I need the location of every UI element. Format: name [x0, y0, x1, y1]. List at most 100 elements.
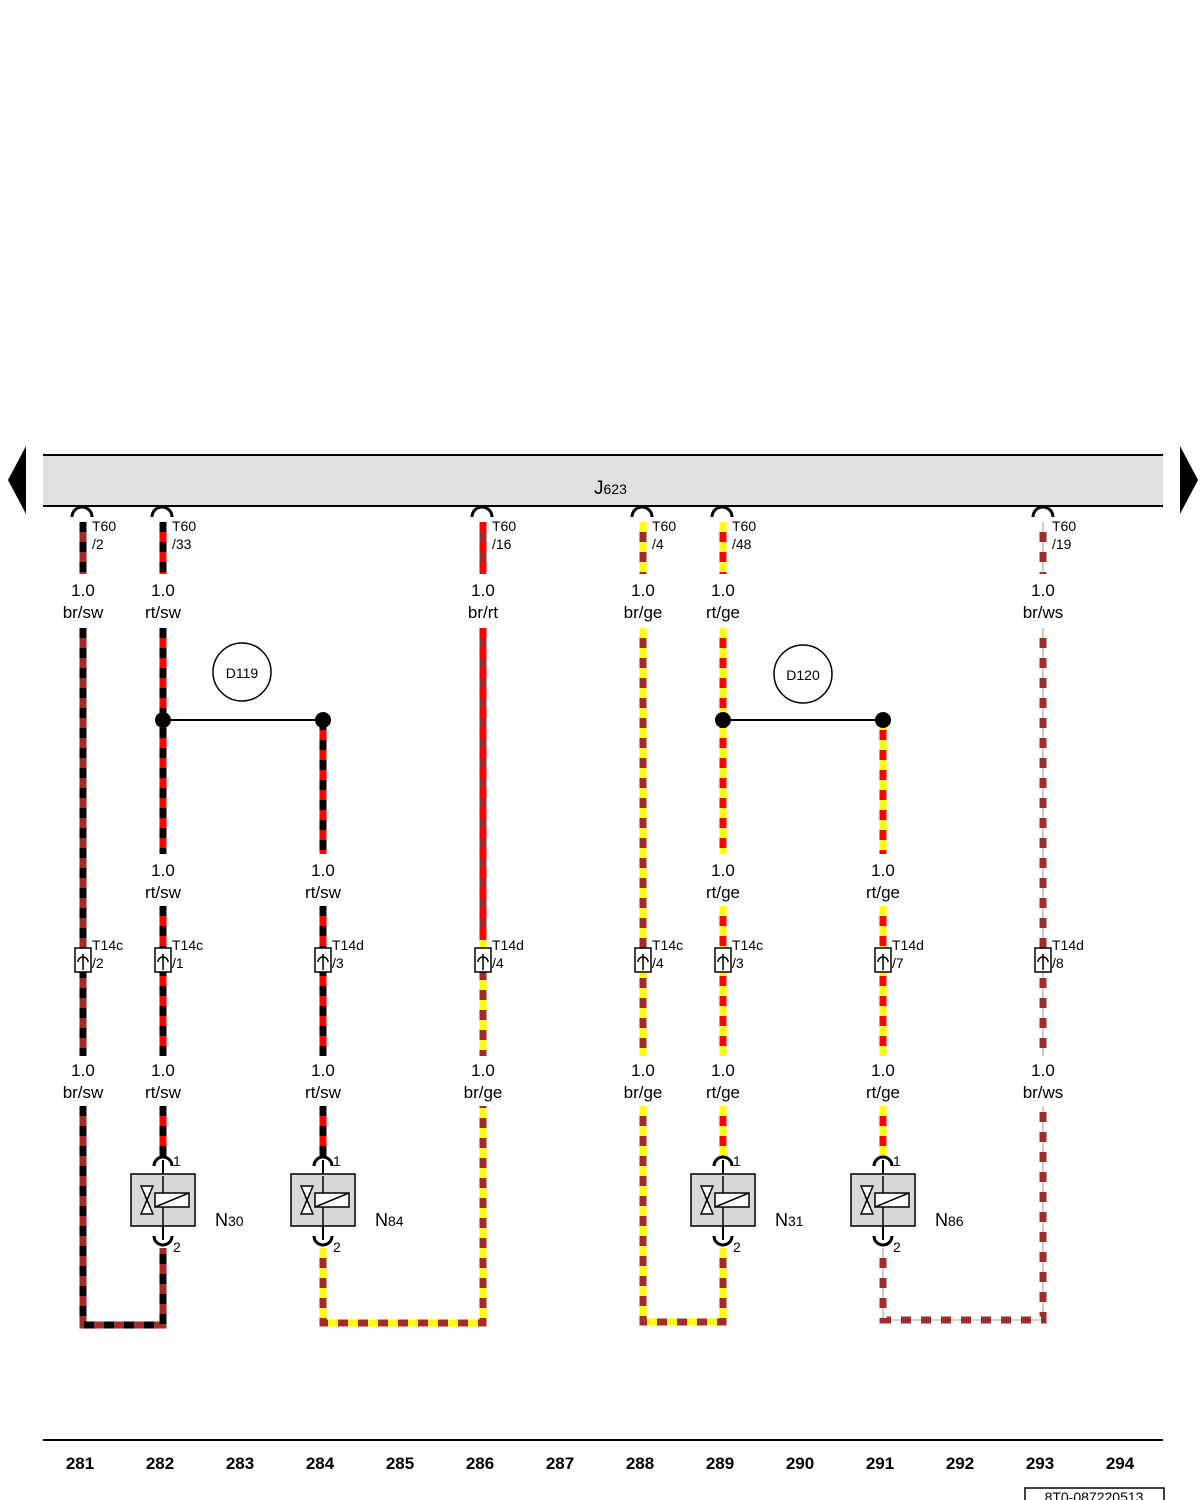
pin-label: 1 [333, 1153, 341, 1169]
svg-text:T60: T60 [732, 518, 756, 534]
svg-text:rt/sw: rt/sw [145, 1083, 182, 1102]
svg-text:1.0: 1.0 [471, 1061, 495, 1080]
svg-text:/19: /19 [1052, 536, 1072, 552]
inline-connector-3: T14d/3 [314, 937, 364, 973]
column-number: 290 [786, 1454, 814, 1473]
inline-connector-pin: /4 [492, 955, 504, 971]
inline-connectors: T14c/2T14c/1T14d/3T14d/4T14c/4T14c/3T14d… [74, 937, 1084, 973]
control-unit-label: J623 [594, 478, 627, 499]
svg-text:br/sw: br/sw [63, 603, 104, 622]
component-label: N86 [935, 1210, 964, 1230]
svg-text:1.0: 1.0 [151, 581, 175, 600]
inline-connector-name: T14c [652, 937, 683, 953]
pin-socket [872, 1235, 894, 1247]
top-pin-4: T60 /4 1.0 br/ge [624, 505, 676, 622]
control-unit-bar [43, 455, 1163, 506]
svg-text:br/ws: br/ws [1023, 1083, 1064, 1102]
pin-socket [312, 1155, 334, 1167]
svg-text:rt/ge: rt/ge [706, 1083, 740, 1102]
inline-connector-7: T14d/7 [874, 937, 924, 973]
svg-text:/33: /33 [172, 536, 192, 552]
svg-text:1.0: 1.0 [631, 581, 655, 600]
svg-text:/16: /16 [492, 536, 512, 552]
svg-text:1.0: 1.0 [471, 581, 495, 600]
top-pin-5: T60 /48 1.0 rt/ge [706, 505, 756, 622]
svg-text:1.0: 1.0 [151, 1061, 175, 1080]
column-number: 287 [546, 1454, 574, 1473]
svg-text:1.0: 1.0 [311, 1061, 335, 1080]
top-pin-3: T60 /16 1.0 br/rt [468, 505, 516, 622]
pin-socket [152, 1235, 174, 1247]
svg-text:T60: T60 [492, 518, 516, 534]
pin-label: 2 [733, 1239, 741, 1255]
low-label-3: 1.0rt/sw [305, 1061, 342, 1102]
inline-connector-8: T14d/8 [1034, 937, 1084, 973]
column-number: 283 [226, 1454, 254, 1473]
column-number: 291 [866, 1454, 894, 1473]
svg-text:br/ge: br/ge [624, 603, 663, 622]
svg-text:rt/sw: rt/sw [145, 883, 182, 902]
pin-label: 2 [333, 1239, 341, 1255]
valve-icon [859, 1185, 875, 1202]
column-number: 282 [146, 1454, 174, 1473]
svg-text:rt/ge: rt/ge [706, 883, 740, 902]
column-number: 292 [946, 1454, 974, 1473]
low-label-8: 1.0 br/ws [1023, 1061, 1064, 1102]
wire-loop-n86-edge [882, 1106, 1044, 1321]
column-number: 284 [306, 1454, 335, 1473]
mid-label-3: 1.0 rt/ge [706, 861, 740, 902]
inline-connector-name: T14d [892, 937, 924, 953]
pin-label: 1 [173, 1153, 181, 1169]
pin-label: 1 [733, 1153, 741, 1169]
svg-text:1.0: 1.0 [631, 1061, 655, 1080]
mid-label-4: 1.0 rt/ge [866, 861, 900, 902]
inline-connector-pin: /1 [172, 955, 184, 971]
column-number: 288 [626, 1454, 654, 1473]
svg-text:1.0: 1.0 [151, 861, 175, 880]
wire-loop-n84-stripe [319, 1106, 487, 1327]
inline-connector-pin: /3 [732, 955, 744, 971]
top-pin-2: T60 /33 1.0 rt/sw [145, 505, 196, 622]
splice-dot [155, 712, 171, 728]
splice-label: D119 [226, 665, 259, 681]
low-label-1: 1.0br/sw [63, 1061, 104, 1102]
inline-connector-4: T14d/4 [474, 937, 524, 973]
pin-socket [712, 1155, 734, 1167]
pin-socket [152, 1155, 174, 1167]
component-label: N30 [215, 1210, 244, 1230]
doc-number: 8T0-087220513 [1045, 1489, 1144, 1500]
valve-icon [299, 1185, 315, 1202]
svg-text:/2: /2 [92, 536, 104, 552]
top-pin-1: T60 /2 1.0 br/sw [63, 505, 116, 622]
svg-text:1.0: 1.0 [711, 861, 735, 880]
splice-dot [715, 712, 731, 728]
top-pin-6: T60 /19 1.0 br/ws [1023, 505, 1076, 622]
svg-text:1.0: 1.0 [1031, 1061, 1055, 1080]
svg-text:1.0: 1.0 [71, 581, 95, 600]
pin-socket [712, 1235, 734, 1247]
next-page-arrow-icon[interactable] [1180, 446, 1198, 514]
inline-connector-6: T14c/3 [714, 937, 763, 973]
splice-dot [875, 712, 891, 728]
svg-text:rt/sw: rt/sw [305, 883, 342, 902]
column-number: 281 [66, 1454, 94, 1473]
inline-connector-name: T14d [492, 937, 524, 953]
column-number: 293 [1026, 1454, 1054, 1473]
svg-text:rt/ge: rt/ge [866, 883, 900, 902]
low-label-4: 1.0br/ge [464, 1061, 503, 1102]
svg-text:T60: T60 [1052, 518, 1076, 534]
pin-label: 2 [893, 1239, 901, 1255]
low-label-7: 1.0rt/ge [866, 1061, 900, 1102]
svg-text:1.0: 1.0 [711, 1061, 735, 1080]
splice-d119: D119 [155, 642, 331, 728]
inline-connector-1: T14c/2 [74, 937, 123, 973]
svg-text:rt/ge: rt/ge [706, 603, 740, 622]
splice-dot [315, 712, 331, 728]
previous-page-arrow-icon[interactable] [8, 446, 26, 514]
column-number: 294 [1106, 1454, 1135, 1473]
splice-label-circle [773, 644, 833, 704]
